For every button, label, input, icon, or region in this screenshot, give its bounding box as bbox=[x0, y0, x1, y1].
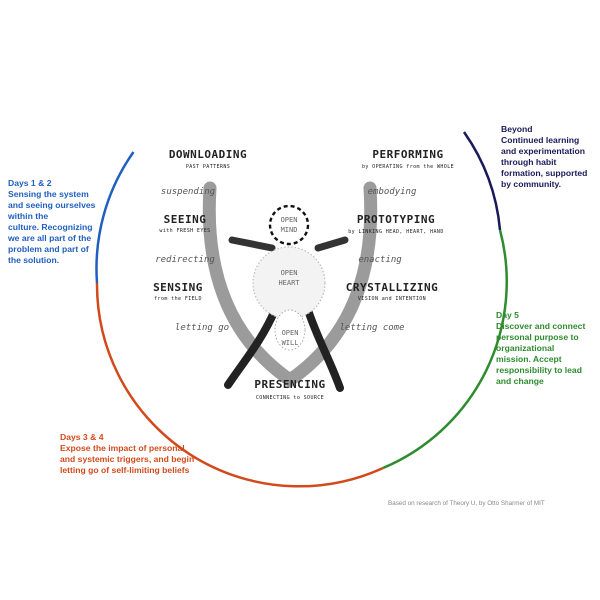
note-line: Sensing the system bbox=[8, 189, 89, 199]
open-heart-label-1: OPEN bbox=[281, 269, 298, 277]
note-line: personal purpose to bbox=[496, 332, 579, 342]
open-mind-circle bbox=[268, 204, 310, 246]
note-line: responsibility to lead bbox=[496, 365, 582, 375]
note-line: within the bbox=[8, 211, 49, 221]
open-will-shape bbox=[274, 309, 306, 351]
open-will-label-2: WILL bbox=[282, 339, 299, 347]
note-line: mission. Accept bbox=[496, 354, 562, 364]
transition-suspending: suspending bbox=[161, 187, 216, 197]
open-mind-label-1: OPEN bbox=[281, 216, 298, 224]
transition-letting-go: letting go bbox=[175, 323, 229, 333]
figure-leg-right bbox=[304, 306, 344, 392]
u-shape bbox=[202, 181, 378, 388]
stage-sensing-title: SENSING bbox=[153, 281, 203, 294]
note-line: we are all part of the bbox=[8, 233, 92, 243]
stage-presencing-title: PRESENCING bbox=[254, 378, 325, 391]
arc-beyond bbox=[462, 131, 502, 231]
stage-downloading-subtitle: PAST PATTERNS bbox=[186, 164, 230, 170]
open-mind-label-2: MIND bbox=[281, 226, 298, 234]
note-line: organizational bbox=[496, 343, 555, 353]
figure-arm-right bbox=[314, 236, 349, 252]
arc-days-1-2 bbox=[95, 151, 135, 284]
note-line: through habit bbox=[501, 157, 557, 167]
note-line: problem and part of bbox=[8, 244, 89, 254]
stage-seeing-subtitle: with FRESH EYES bbox=[159, 228, 210, 234]
note-day-5-title: Day 5 bbox=[496, 310, 519, 320]
stage-crystallizing-title: CRYSTALLIZING bbox=[346, 281, 439, 294]
figure-arm-left bbox=[228, 236, 276, 252]
arc-days-3-4 bbox=[95, 282, 384, 488]
note-line: and change bbox=[496, 376, 544, 386]
note-line: and systemic triggers, and begin bbox=[60, 454, 195, 464]
note-line: Expose the impact of personal bbox=[60, 443, 185, 453]
note-beyond-title: Beyond bbox=[501, 124, 533, 134]
credit-line: Based on research of Theory U, by Otto S… bbox=[388, 500, 545, 507]
open-heart-label-2: HEART bbox=[278, 279, 300, 287]
figure-leg-left bbox=[224, 306, 279, 389]
note-line: and seeing ourselves bbox=[8, 200, 96, 210]
transition-redirecting: redirecting bbox=[155, 255, 215, 265]
stage-sensing-subtitle: from the FIELD bbox=[154, 296, 202, 302]
transition-letting-come: letting come bbox=[339, 323, 404, 333]
note-line: Discover and connect bbox=[496, 321, 586, 331]
note-days-3-4-title: Days 3 & 4 bbox=[60, 432, 104, 442]
stage-performing-title: PERFORMING bbox=[372, 148, 443, 161]
note-line: by community. bbox=[501, 179, 562, 189]
note-line: and experimentation bbox=[501, 146, 586, 156]
stage-presencing-subtitle: CONNECTING to SOURCE bbox=[256, 395, 324, 401]
stage-seeing-title: SEEING bbox=[164, 213, 207, 226]
transition-embodying: embodying bbox=[368, 187, 417, 197]
transition-enacting: enacting bbox=[358, 255, 402, 265]
arc-day-5 bbox=[382, 229, 508, 470]
stage-performing-subtitle: by OPERATING from the WHOLE bbox=[362, 164, 454, 170]
stage-prototyping-subtitle: by LINKING HEAD, HEART, HAND bbox=[348, 229, 444, 235]
note-days-3-4: Days 3 & 4 Expose the impact of personal… bbox=[60, 432, 240, 476]
note-days-1-2-title: Days 1 & 2 bbox=[8, 178, 52, 188]
stage-downloading-title: DOWNLOADING bbox=[169, 148, 247, 161]
stage-crystallizing-subtitle: VISION and INTENTION bbox=[358, 296, 426, 302]
note-line: letting go of self-limiting beliefs bbox=[60, 465, 190, 475]
note-line: culture. Recognizing bbox=[8, 222, 93, 232]
stage-prototyping-title: PROTOTYPING bbox=[357, 213, 435, 226]
note-line: the solution. bbox=[8, 255, 60, 265]
note-line: formation, supported bbox=[501, 168, 588, 178]
open-will-label-1: OPEN bbox=[282, 329, 299, 337]
note-line: Continued learning bbox=[501, 135, 580, 145]
